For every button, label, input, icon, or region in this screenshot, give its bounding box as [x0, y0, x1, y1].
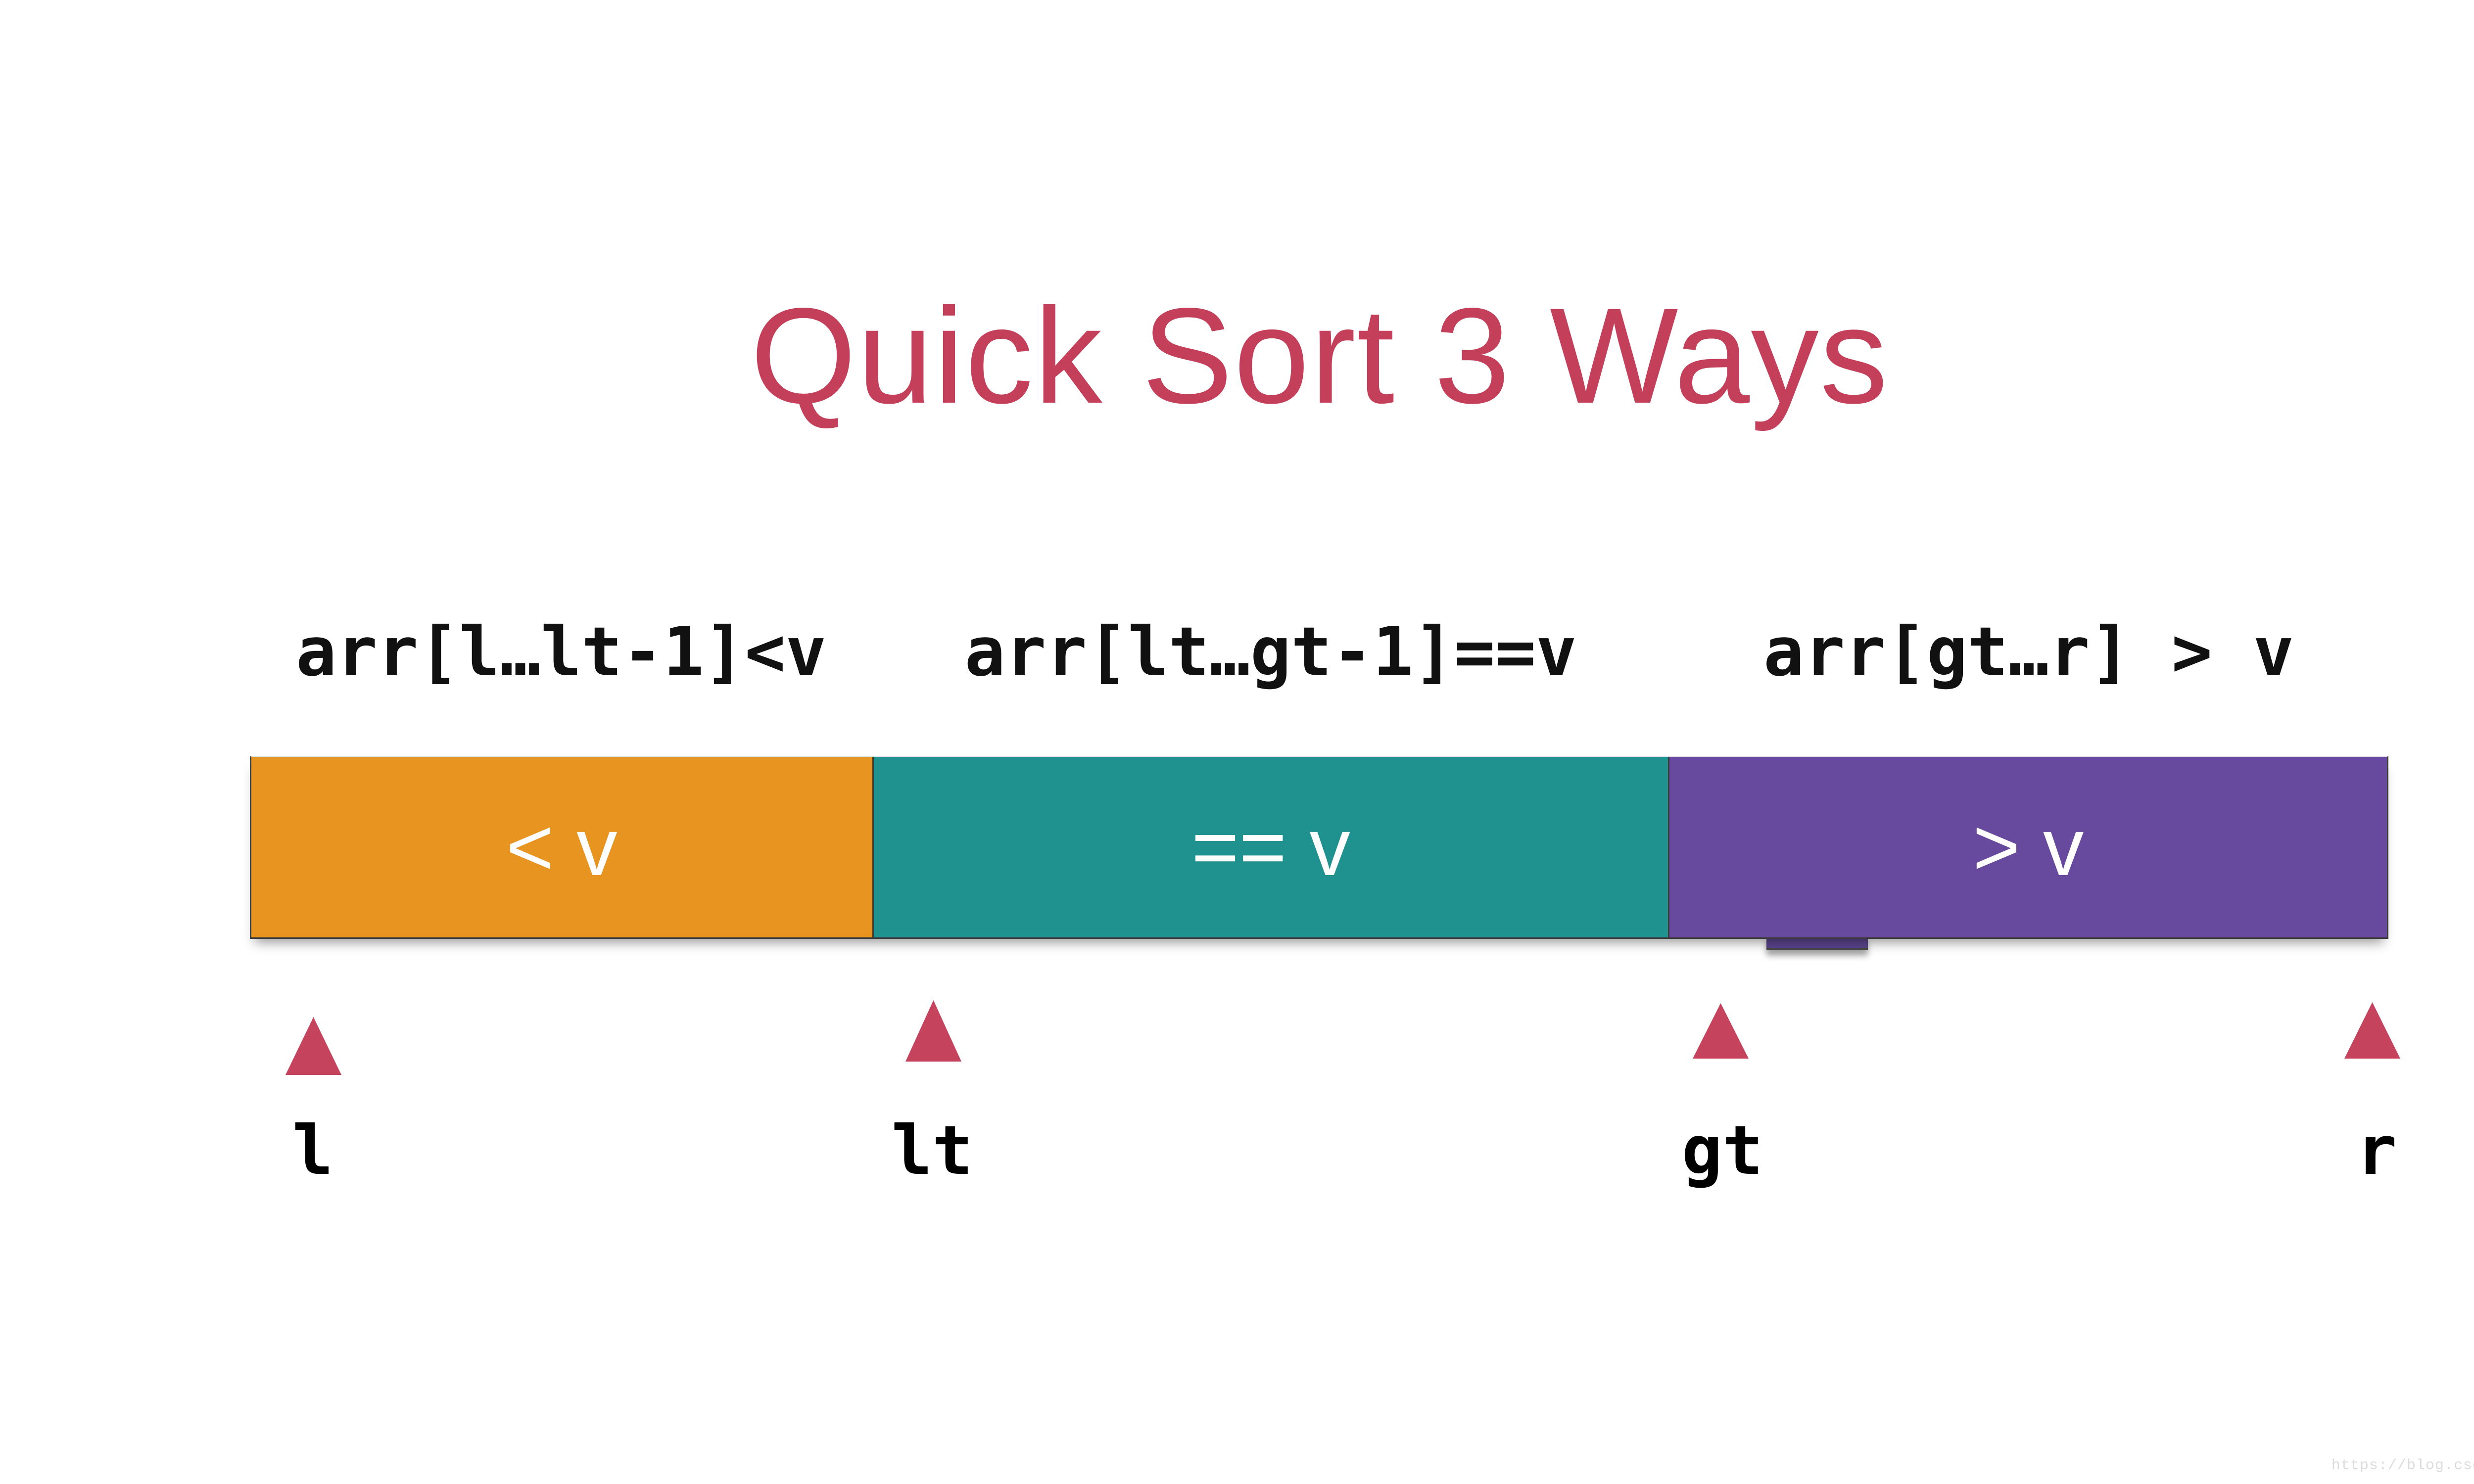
segment-greater-than-v: > v — [1668, 757, 2387, 937]
segment-less-label: < v — [506, 801, 618, 892]
pointer-label-l: l — [292, 1112, 333, 1190]
range-label-less: arr[l…lt-1]<v — [295, 613, 827, 692]
pointer-label-gt: gt — [1681, 1112, 1763, 1190]
pointer-triangle-gt-icon — [1693, 1003, 1749, 1059]
segment-equal-label: == v — [1191, 801, 1350, 892]
pointer-triangle-r-icon — [2344, 1002, 2400, 1059]
segment-greater-label: > v — [1972, 801, 2084, 892]
range-label-greater: arr[gt…r] > v — [1763, 613, 2294, 692]
watermark-url: https://blog.csdn.net/u012104219 — [2331, 1457, 2474, 1474]
partition-bar: < v == v > v — [250, 756, 2388, 939]
pointer-label-lt: lt — [891, 1112, 973, 1190]
range-label-equal: arr[lt…gt-1]==v — [964, 613, 1577, 692]
pointer-triangle-l-icon — [285, 1017, 341, 1075]
pointer-label-r: r — [2356, 1112, 2397, 1190]
segment-equal-v: == v — [872, 757, 1668, 937]
page-title: Quick Sort 3 Ways — [750, 280, 1889, 432]
pointer-triangle-lt-icon — [905, 1000, 961, 1062]
segment-less-than-v: < v — [251, 757, 872, 937]
